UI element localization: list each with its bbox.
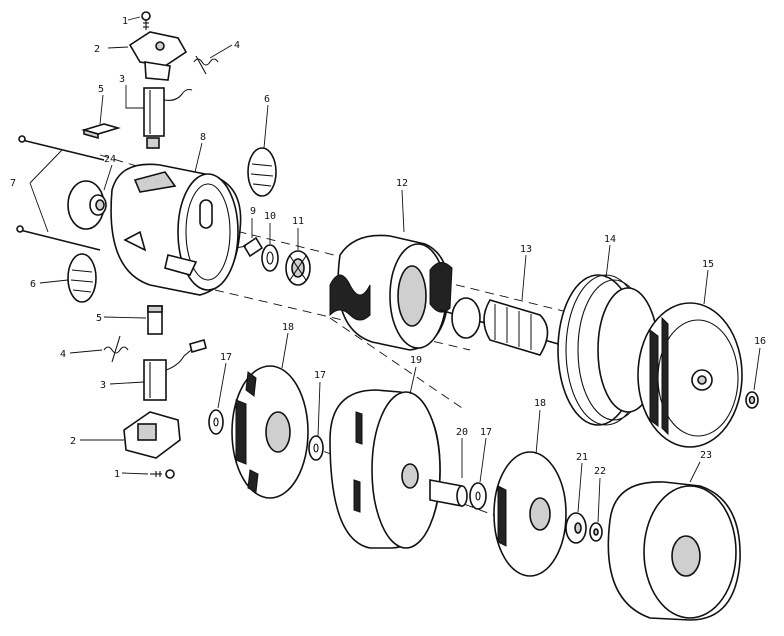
- screw-top: [141, 11, 151, 30]
- callout-4-top: 4: [234, 40, 240, 51]
- brush-holder-top: [143, 87, 193, 149]
- callout-14: 14: [604, 234, 616, 245]
- callout-4-bottom: 4: [60, 349, 66, 360]
- brush-holder-bottom: [143, 339, 207, 401]
- washer-17a: [208, 409, 224, 435]
- brush-holder-cap-bottom: [123, 411, 181, 459]
- nut-22: [589, 522, 603, 542]
- callout-19: 19: [410, 355, 422, 366]
- carbon-brush-top: [81, 123, 121, 140]
- fan-housing-19: [329, 389, 441, 549]
- callout-24: 24: [104, 154, 116, 165]
- through-bolts: [16, 135, 105, 251]
- washer-17b: [308, 435, 324, 461]
- callout-22: 22: [594, 466, 606, 477]
- callout-3-top: 3: [119, 74, 125, 85]
- impeller-18b: [493, 451, 567, 577]
- callout-5-top: 5: [98, 84, 104, 95]
- callout-2-bottom: 2: [70, 436, 76, 447]
- bearing-cup: [67, 180, 107, 230]
- outer-fan-cover-23: [607, 481, 741, 621]
- fan-impeller: [637, 302, 743, 448]
- washer-17c: [469, 482, 487, 510]
- washer: [261, 244, 279, 272]
- callout-2-top: 2: [94, 44, 100, 55]
- callout-1-top: 1: [122, 16, 128, 27]
- brush-holder-cap-top: [128, 31, 188, 81]
- screw-bottom: [150, 469, 175, 479]
- callout-5-bottom: 5: [96, 313, 102, 324]
- callout-18-right: 18: [534, 398, 546, 409]
- callout-9: 9: [250, 206, 256, 217]
- callout-18-left: 18: [282, 322, 294, 333]
- housing-ring: [557, 274, 659, 426]
- callout-6-top: 6: [264, 94, 270, 105]
- callout-labels: 1 2 4 3 5 6 8 24 7 9 10 11 12 13 14 15 1…: [10, 16, 766, 480]
- brush-spring-bottom: [103, 335, 129, 363]
- callout-6-bottom: 6: [30, 279, 36, 290]
- motor-frame: [110, 163, 242, 296]
- callout-23: 23: [700, 450, 712, 461]
- callout-17-middle: 17: [314, 370, 326, 381]
- callout-15: 15: [702, 259, 714, 270]
- callout-8: 8: [200, 132, 206, 143]
- spacer-20: [429, 479, 468, 507]
- carbon-brush-bottom: [147, 305, 163, 335]
- impeller-18a: [231, 365, 309, 499]
- callout-17-right: 17: [480, 427, 492, 438]
- callout-10: 10: [264, 211, 276, 222]
- callout-1-bottom: 1: [114, 469, 120, 480]
- callout-7: 7: [10, 178, 16, 189]
- callout-13: 13: [520, 244, 532, 255]
- callout-17-left: 17: [220, 352, 232, 363]
- washer-21: [565, 512, 587, 544]
- leader-lines: [29, 16, 761, 523]
- bearing: [285, 250, 311, 286]
- end-cap-top: [247, 147, 277, 197]
- brush-spring-top: [193, 55, 219, 75]
- callout-12: 12: [396, 178, 408, 189]
- field-stator: [329, 234, 453, 351]
- retainer-clip: [235, 236, 264, 258]
- callout-21: 21: [576, 452, 588, 463]
- callout-16: 16: [754, 336, 766, 347]
- nut-16: [745, 391, 759, 409]
- callout-3-bottom: 3: [100, 380, 106, 391]
- callout-11: 11: [292, 216, 304, 227]
- callout-20: 20: [456, 427, 468, 438]
- end-cap-bottom: [67, 253, 97, 303]
